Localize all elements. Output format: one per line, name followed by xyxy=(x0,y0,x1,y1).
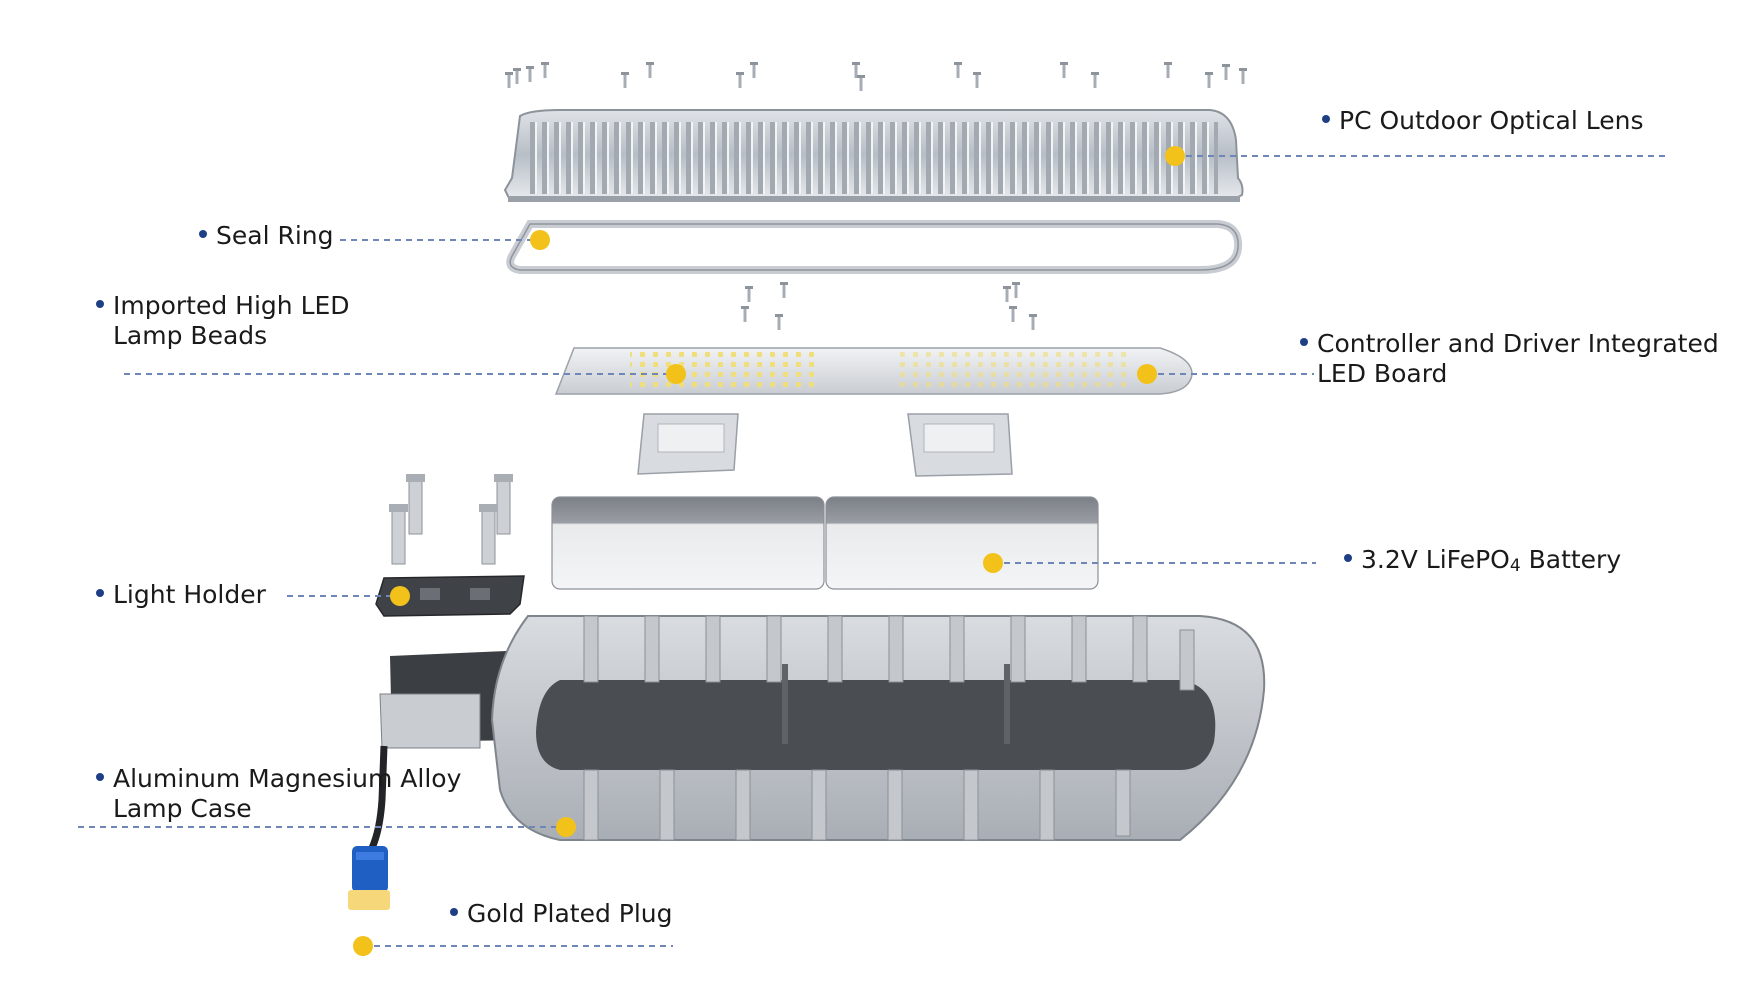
label-battery-sub: 4 xyxy=(1509,556,1521,576)
label-led-beads-line2: Lamp Beads xyxy=(113,321,268,350)
case-dot xyxy=(556,817,576,837)
label-lamp-case-line2: Lamp Case xyxy=(113,794,252,823)
battery-dot xyxy=(983,553,1003,573)
label-seal-ring-text: Seal Ring xyxy=(216,221,334,250)
lens-dot xyxy=(1165,146,1185,166)
label-plug-text: Gold Plated Plug xyxy=(467,899,673,928)
label-seal-ring: Seal Ring xyxy=(199,221,334,251)
label-battery-post: Battery xyxy=(1520,545,1622,574)
label-led-beads-line1: Imported High LED xyxy=(113,291,350,320)
holder-posts xyxy=(389,474,513,565)
bullet xyxy=(96,589,104,597)
battery-brackets xyxy=(637,413,1013,477)
callout-dots xyxy=(353,146,1185,956)
seal-ring xyxy=(506,220,1243,274)
bullet xyxy=(96,300,104,308)
bullet xyxy=(96,773,104,781)
led-beads-right xyxy=(896,352,1126,388)
label-lamp-case-line1: Aluminum Magnesium Alloy xyxy=(113,764,462,793)
bullet xyxy=(199,230,207,238)
label-light-holder: Light Holder xyxy=(96,580,266,610)
aluminum-lamp-case xyxy=(379,615,1266,841)
label-plug: Gold Plated Plug xyxy=(450,899,673,929)
bullet xyxy=(1344,554,1352,562)
board-dot xyxy=(1137,364,1157,384)
bullet xyxy=(1300,338,1308,346)
label-battery: 3.2V LiFePO4 Battery xyxy=(1344,545,1621,581)
led-board xyxy=(554,347,1193,395)
lens-screws xyxy=(505,62,1247,91)
label-lamp-case: Aluminum Magnesium Alloy Lamp Case xyxy=(96,764,461,824)
board-screws xyxy=(741,282,1037,330)
beads-dot xyxy=(666,364,686,384)
bullet xyxy=(450,908,458,916)
seal-dot xyxy=(530,230,550,250)
light-holder xyxy=(375,575,525,617)
lifepo4-battery xyxy=(551,496,1099,590)
pc-optical-lens xyxy=(503,109,1244,202)
label-lens-text: PC Outdoor Optical Lens xyxy=(1339,106,1644,135)
plug-dot xyxy=(353,936,373,956)
bullet xyxy=(1322,115,1330,123)
holder-dot xyxy=(390,586,410,606)
label-battery-pre: 3.2V LiFePO xyxy=(1361,545,1510,574)
cable-and-plug xyxy=(348,745,390,910)
label-led-beads: Imported High LED Lamp Beads xyxy=(96,291,350,351)
label-lens: PC Outdoor Optical Lens xyxy=(1322,106,1643,136)
leader-lines xyxy=(78,155,1668,947)
led-beads-left xyxy=(630,352,820,388)
label-led-board: Controller and Driver Integrated LED Boa… xyxy=(1300,329,1719,389)
label-led-board-line2: LED Board xyxy=(1317,359,1448,388)
label-light-holder-text: Light Holder xyxy=(113,580,266,609)
label-led-board-line1: Controller and Driver Integrated xyxy=(1317,329,1719,358)
plug-tip xyxy=(348,890,390,910)
